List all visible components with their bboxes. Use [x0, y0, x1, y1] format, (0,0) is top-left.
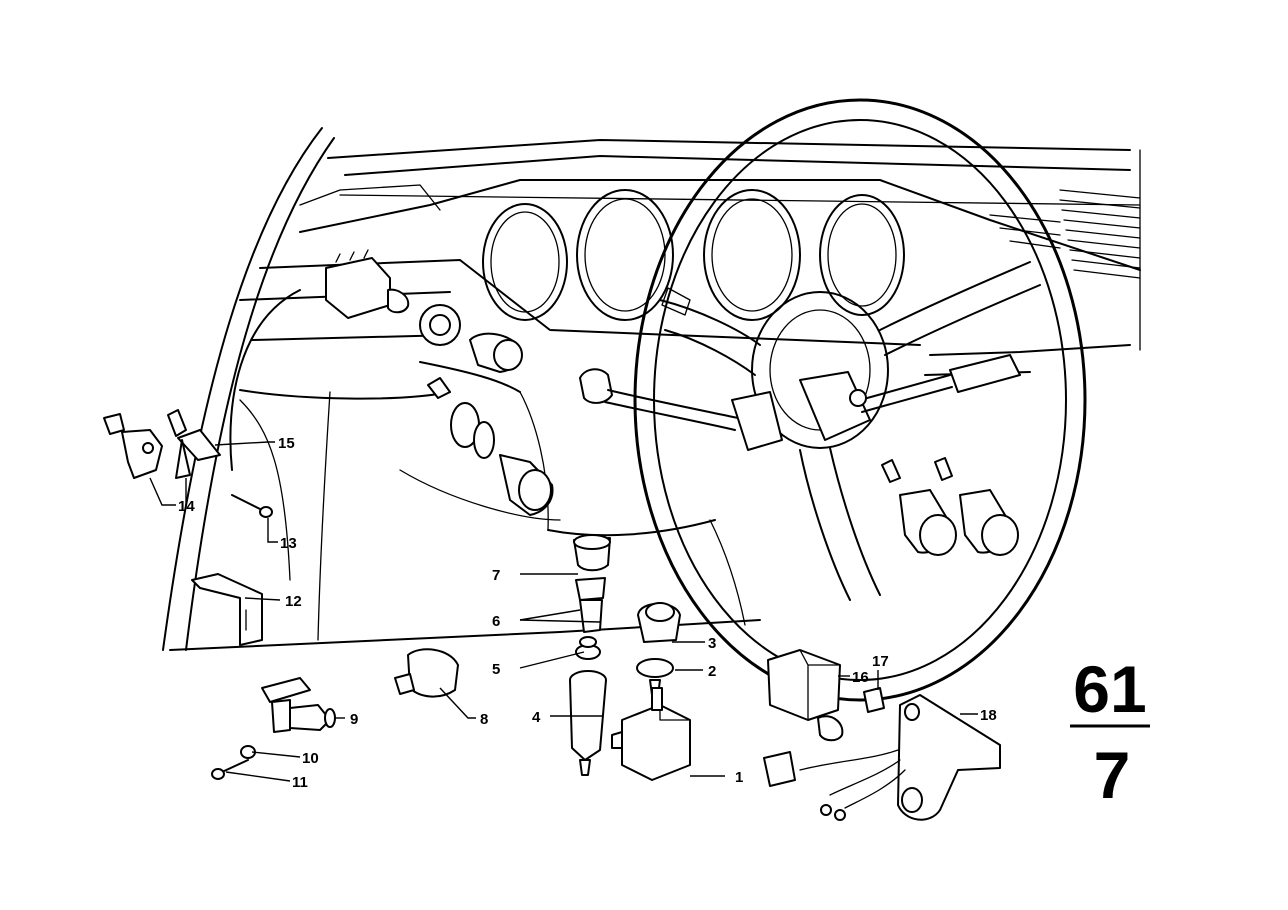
dash-switches — [419, 304, 523, 373]
callout-4: 4 — [532, 709, 541, 726]
screw-13 — [231, 494, 273, 518]
callout-2: 2 — [708, 663, 716, 680]
lighter-knob-7 — [573, 534, 611, 601]
bracket-12 — [191, 573, 263, 646]
callout-6: 6 — [492, 613, 500, 630]
lighter-assembly-dash — [427, 377, 554, 516]
callout-12: 12 — [285, 593, 302, 610]
relay-16 — [767, 649, 844, 742]
cover-3 — [637, 602, 681, 643]
a-pillar — [162, 127, 335, 651]
callout-labels: 1 2 3 4 5 6 7 8 9 10 11 12 13 14 15 16 1… — [178, 435, 997, 791]
callout-10: 10 — [302, 750, 319, 767]
callout-1: 1 — [735, 769, 743, 786]
screw-11 — [211, 759, 249, 780]
switch-8 — [394, 648, 459, 698]
relay-top — [325, 249, 410, 319]
callout-3: 3 — [708, 635, 716, 652]
callout-17: 17 — [872, 653, 889, 670]
steering-wheel — [633, 98, 1087, 702]
door-switch-14-15 — [103, 409, 221, 479]
relay-1 — [611, 687, 691, 781]
column-stalks — [579, 354, 1021, 451]
spring-5 — [575, 636, 601, 660]
center-console — [169, 391, 761, 651]
callout-5: 5 — [492, 661, 500, 678]
bulb-17 — [863, 687, 885, 713]
lighter-socket-4 — [569, 670, 607, 776]
callout-15: 15 — [278, 435, 295, 452]
lighter-element-6 — [579, 599, 603, 633]
callout-7: 7 — [492, 567, 500, 584]
callout-8: 8 — [480, 711, 488, 728]
leader-lines — [149, 441, 978, 782]
switch-9 — [261, 677, 336, 733]
callout-11: 11 — [292, 774, 308, 791]
callout-13: 13 — [280, 535, 297, 552]
section-number-top: 61 — [1073, 652, 1146, 726]
dashboard-outline — [239, 139, 1141, 537]
housing-18 — [763, 694, 1001, 821]
vent-grille — [989, 189, 1141, 279]
warning-switches — [881, 457, 1019, 556]
callout-9: 9 — [350, 711, 358, 728]
instrument-gauges — [482, 189, 905, 321]
section-number: 61 7 — [1070, 652, 1150, 812]
section-number-bottom: 7 — [1094, 738, 1131, 812]
callout-16: 16 — [852, 669, 869, 686]
callout-14: 14 — [178, 498, 195, 515]
callout-18: 18 — [980, 707, 997, 724]
